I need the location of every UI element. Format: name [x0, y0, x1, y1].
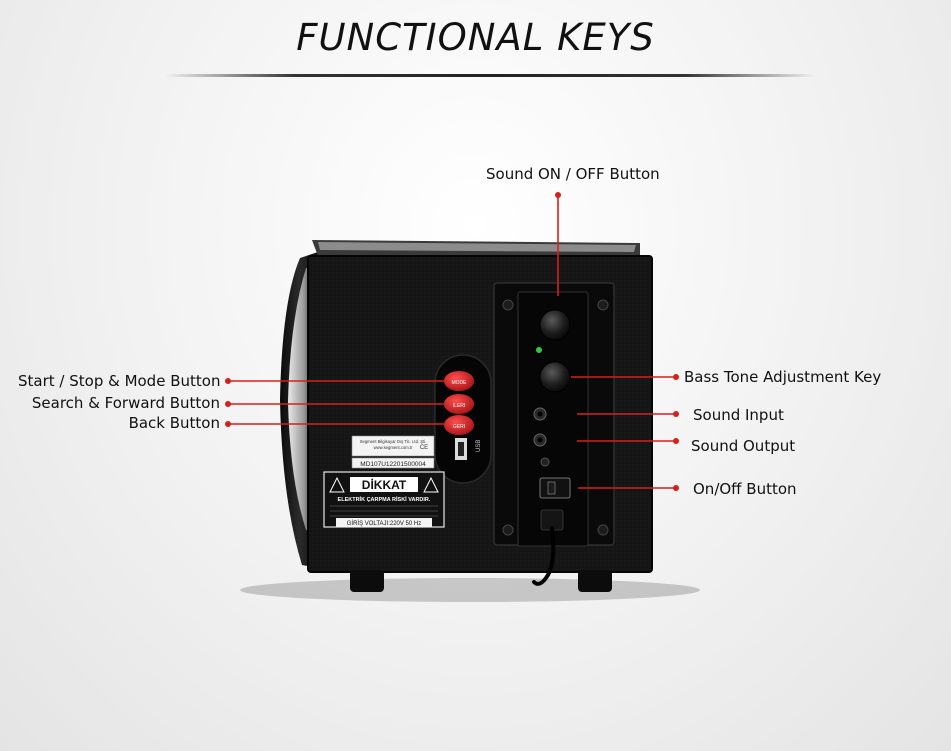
warning-subtitle: ELEKTRİK ÇARPMA RİSKİ VARDIR.: [338, 496, 431, 503]
callout-dots: [225, 192, 679, 491]
warning-title: DİKKAT: [362, 477, 407, 492]
dot-sound-on-off-icon: [555, 192, 561, 198]
volume-knob[interactable]: [539, 309, 571, 341]
label-back: Back Button: [128, 414, 220, 432]
usb-port-inner: [458, 442, 464, 456]
page-title: FUNCTIONAL KEYS: [296, 16, 655, 59]
screw-bl-icon: [502, 524, 514, 536]
forward-button-text: ILERI: [453, 403, 466, 409]
sticker-serial: MD107U12201500004: [360, 461, 426, 468]
label-sound-on-off: Sound ON / OFF Button: [486, 165, 660, 183]
dot-on-off-icon: [673, 485, 679, 491]
label-sound-input: Sound Input: [693, 406, 784, 424]
label-search-forward: Search & Forward Button: [31, 394, 220, 412]
ce-mark-icon: CE: [420, 445, 428, 451]
warning-triangle-left-icon: [329, 476, 345, 493]
bass-knob[interactable]: [539, 361, 571, 393]
dot-mode-icon: [225, 378, 231, 384]
foot-right: [578, 570, 612, 592]
power-cable: [532, 526, 556, 586]
mode-button[interactable]: [444, 371, 474, 391]
forward-button[interactable]: [444, 394, 474, 414]
floor-shadow: [240, 578, 700, 602]
label-on-off: On/Off Button: [693, 480, 797, 498]
serial-sticker: [351, 457, 435, 469]
usb-label-icon: USB: [476, 440, 482, 452]
screw-tl-icon: [502, 299, 514, 311]
fuse-icon: [540, 457, 550, 467]
sticker-web: www.segment.com.tr: [374, 445, 413, 450]
sticker-company: Segment Bilgisayar Dış Tic. Ltd. Şti.: [360, 439, 427, 444]
dot-input-icon: [673, 411, 679, 417]
dot-forward-icon: [225, 401, 231, 407]
info-sticker: [351, 435, 435, 457]
title-divider: [165, 74, 815, 77]
back-button[interactable]: [444, 415, 474, 435]
foot-left: [350, 570, 384, 592]
label-start-stop-mode: Start / Stop & Mode Button: [18, 372, 221, 390]
back-button-text: GERI: [453, 424, 465, 430]
dot-output-icon: [673, 438, 679, 444]
label-bass-tone: Bass Tone Adjustment Key: [684, 368, 882, 386]
mode-button-text: MODE: [452, 380, 468, 386]
screw-tr-icon: [597, 299, 609, 311]
screw-br-icon: [597, 524, 609, 536]
power-led-icon: [536, 347, 542, 353]
warning-triangle-right-icon: [423, 476, 439, 493]
warning-title-box: [350, 477, 418, 492]
callout-lines: [228, 195, 676, 489]
voltage-text: GİRİŞ VOLTAJI:220V 50 Hz: [347, 520, 421, 527]
voltage-box: [336, 518, 432, 527]
dot-bass-icon: [673, 374, 679, 380]
label-sound-output: Sound Output: [691, 437, 796, 455]
top-highlight: [318, 242, 636, 252]
dot-back-icon: [225, 421, 231, 427]
